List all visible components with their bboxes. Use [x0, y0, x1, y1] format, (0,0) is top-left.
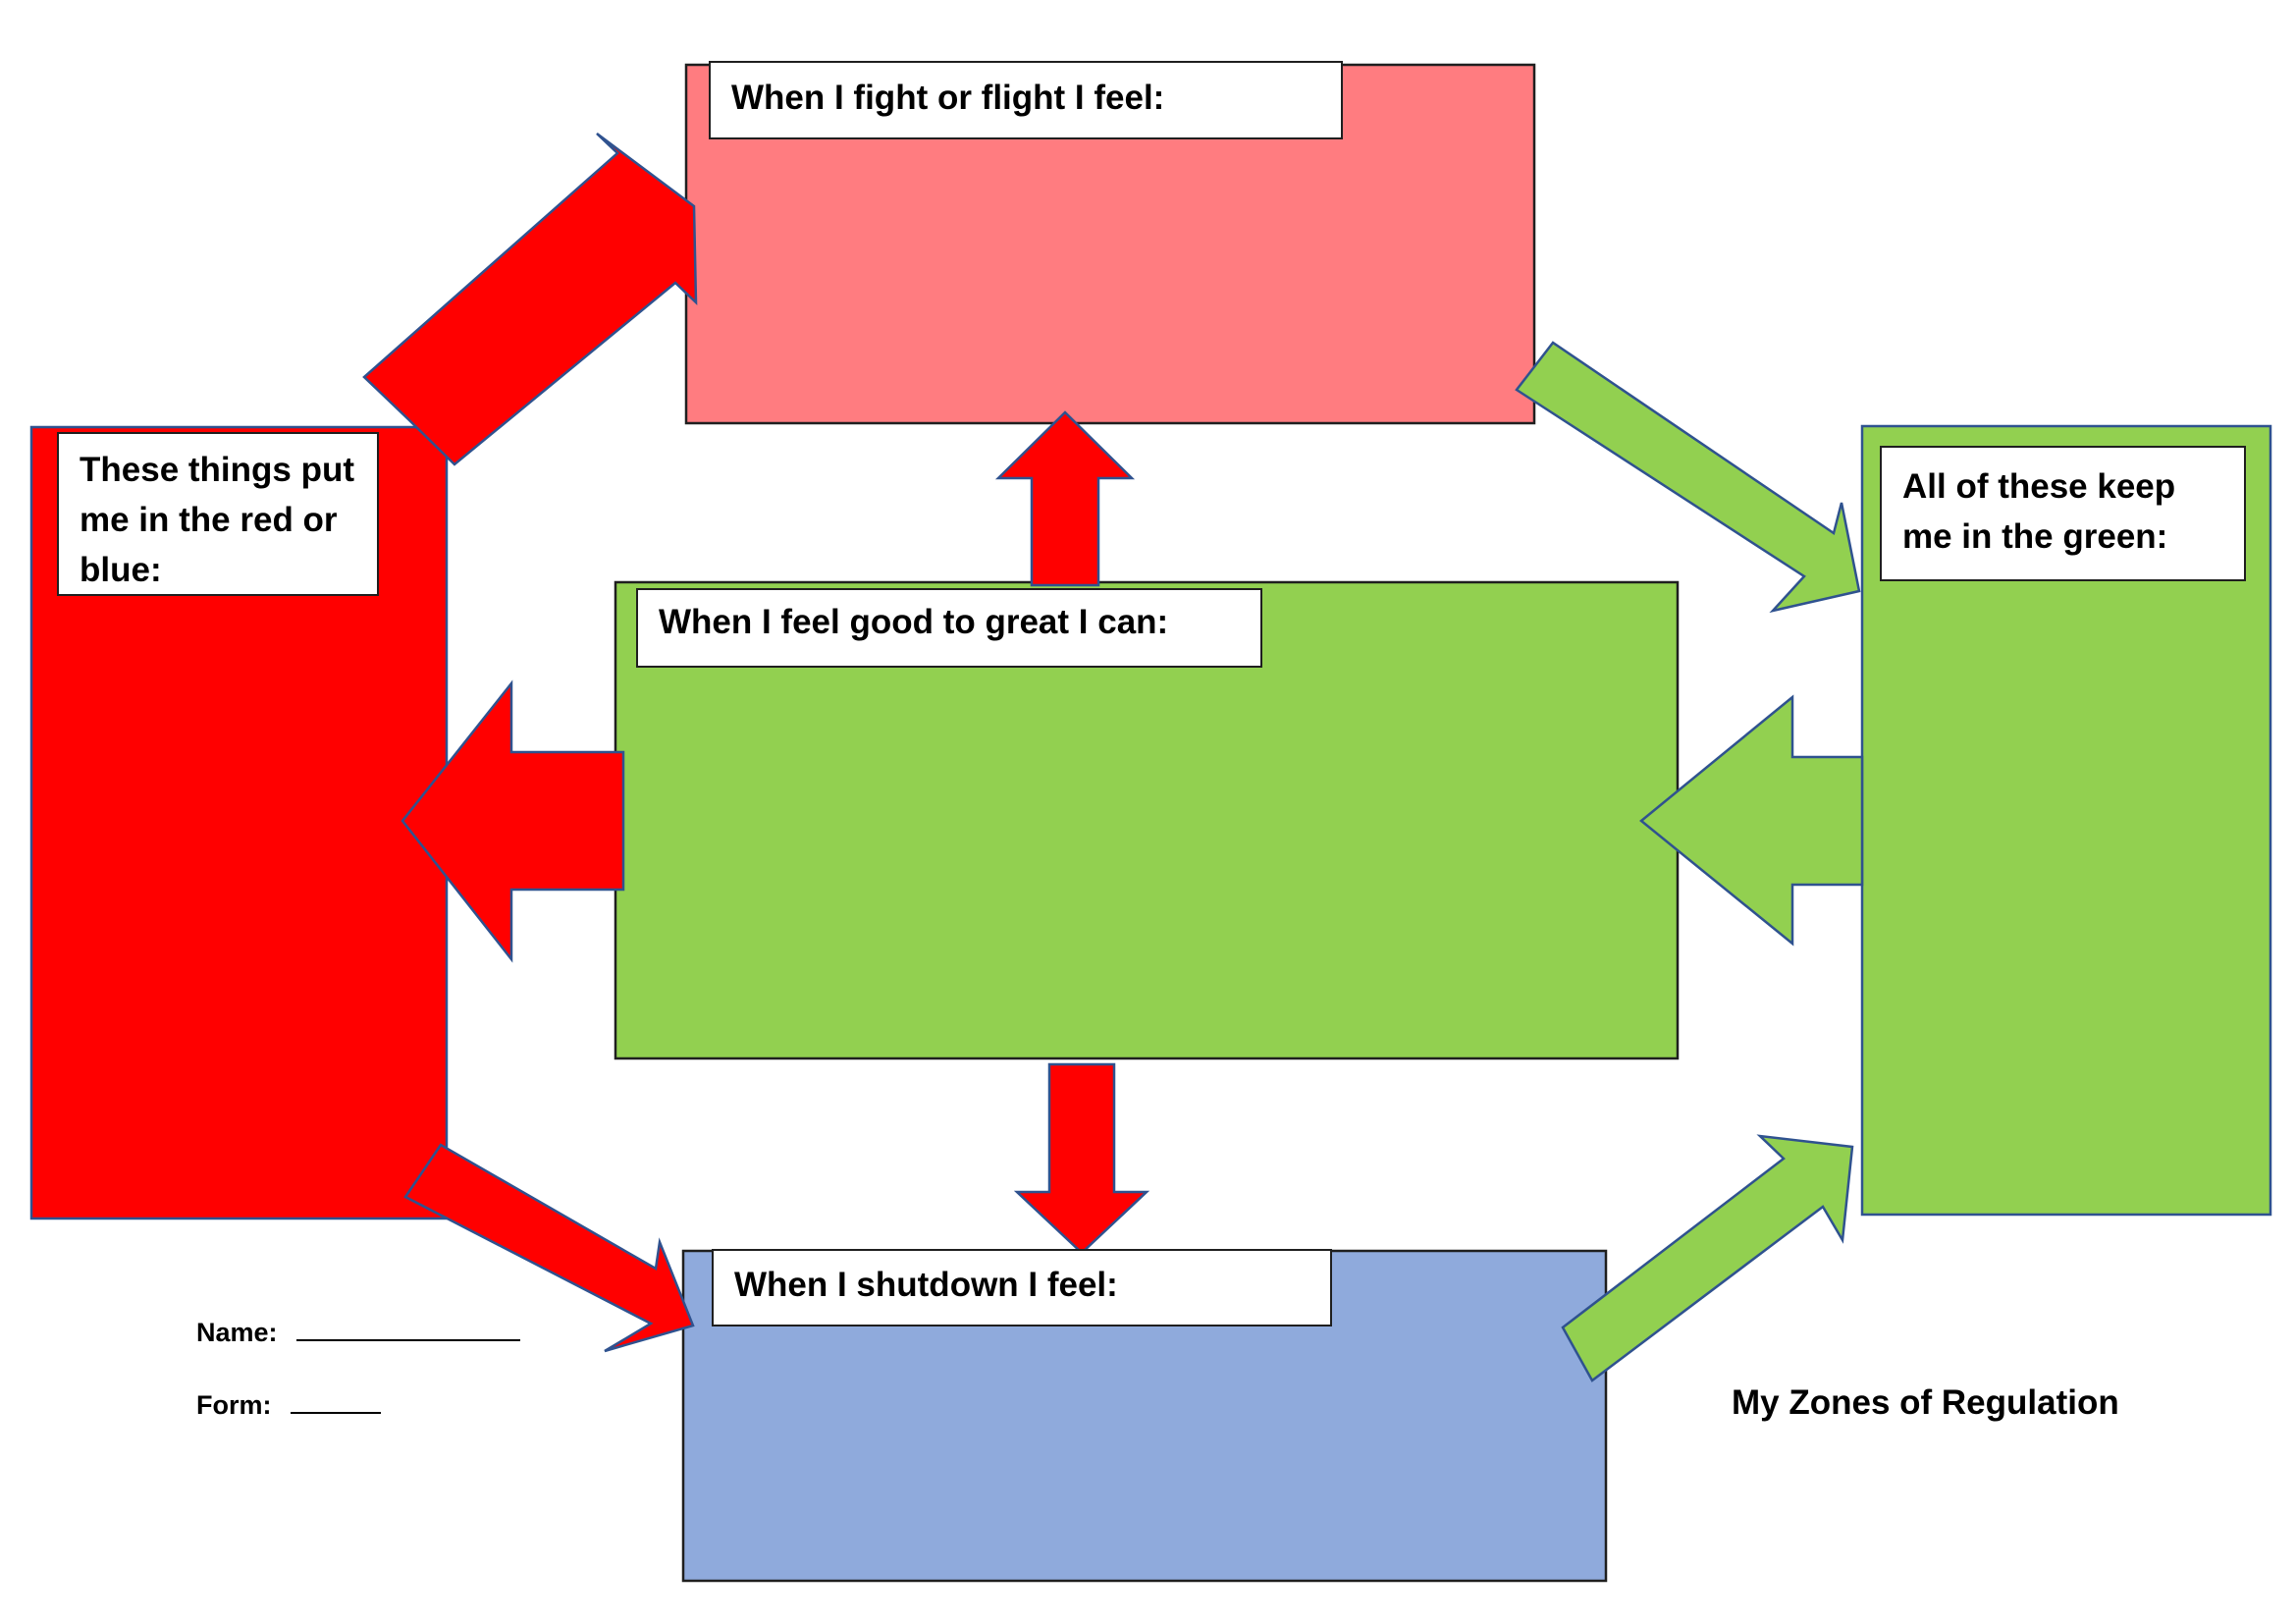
good-great-label-text: When I feel good to great I can: — [659, 603, 1169, 641]
form-label: Form: — [196, 1390, 272, 1420]
keep-green-label: All of these keep me in the green: — [1880, 446, 2246, 581]
arrow-green-left-to-red — [400, 679, 625, 963]
arrow-red-to-shutdown — [403, 1143, 695, 1353]
form-blank-line[interactable] — [291, 1412, 382, 1414]
arrow-fight-to-green — [1515, 341, 1861, 614]
name-blank-line[interactable] — [296, 1339, 521, 1341]
fight-flight-label-text: When I fight or flight I feel: — [731, 79, 1165, 117]
page-title: My Zones of Regulation — [1732, 1383, 2119, 1422]
red-or-blue-label-text: These things put me in the red or blue: — [80, 451, 354, 589]
form-field: Form: — [196, 1390, 382, 1421]
arrow-green-down-to-shutdown — [1013, 1062, 1150, 1255]
name-field: Name: — [196, 1318, 521, 1348]
arrow-shutdown-to-green — [1561, 1134, 1854, 1382]
arrow-red-to-fight — [362, 132, 698, 466]
shutdown-label-text: When I shutdown I feel: — [734, 1266, 1118, 1304]
shutdown-label: When I shutdown I feel: — [712, 1249, 1332, 1326]
arrow-keepgreen-left-to-good — [1639, 694, 1864, 947]
red-or-blue-label: These things put me in the red or blue: — [57, 432, 379, 596]
keep-green-label-text: All of these keep me in the green: — [1902, 467, 2176, 556]
fight-flight-label: When I fight or flight I feel: — [709, 61, 1343, 139]
name-label: Name: — [196, 1318, 278, 1347]
good-great-label: When I feel good to great I can: — [636, 588, 1262, 668]
arrow-green-up-to-fight — [994, 410, 1136, 587]
